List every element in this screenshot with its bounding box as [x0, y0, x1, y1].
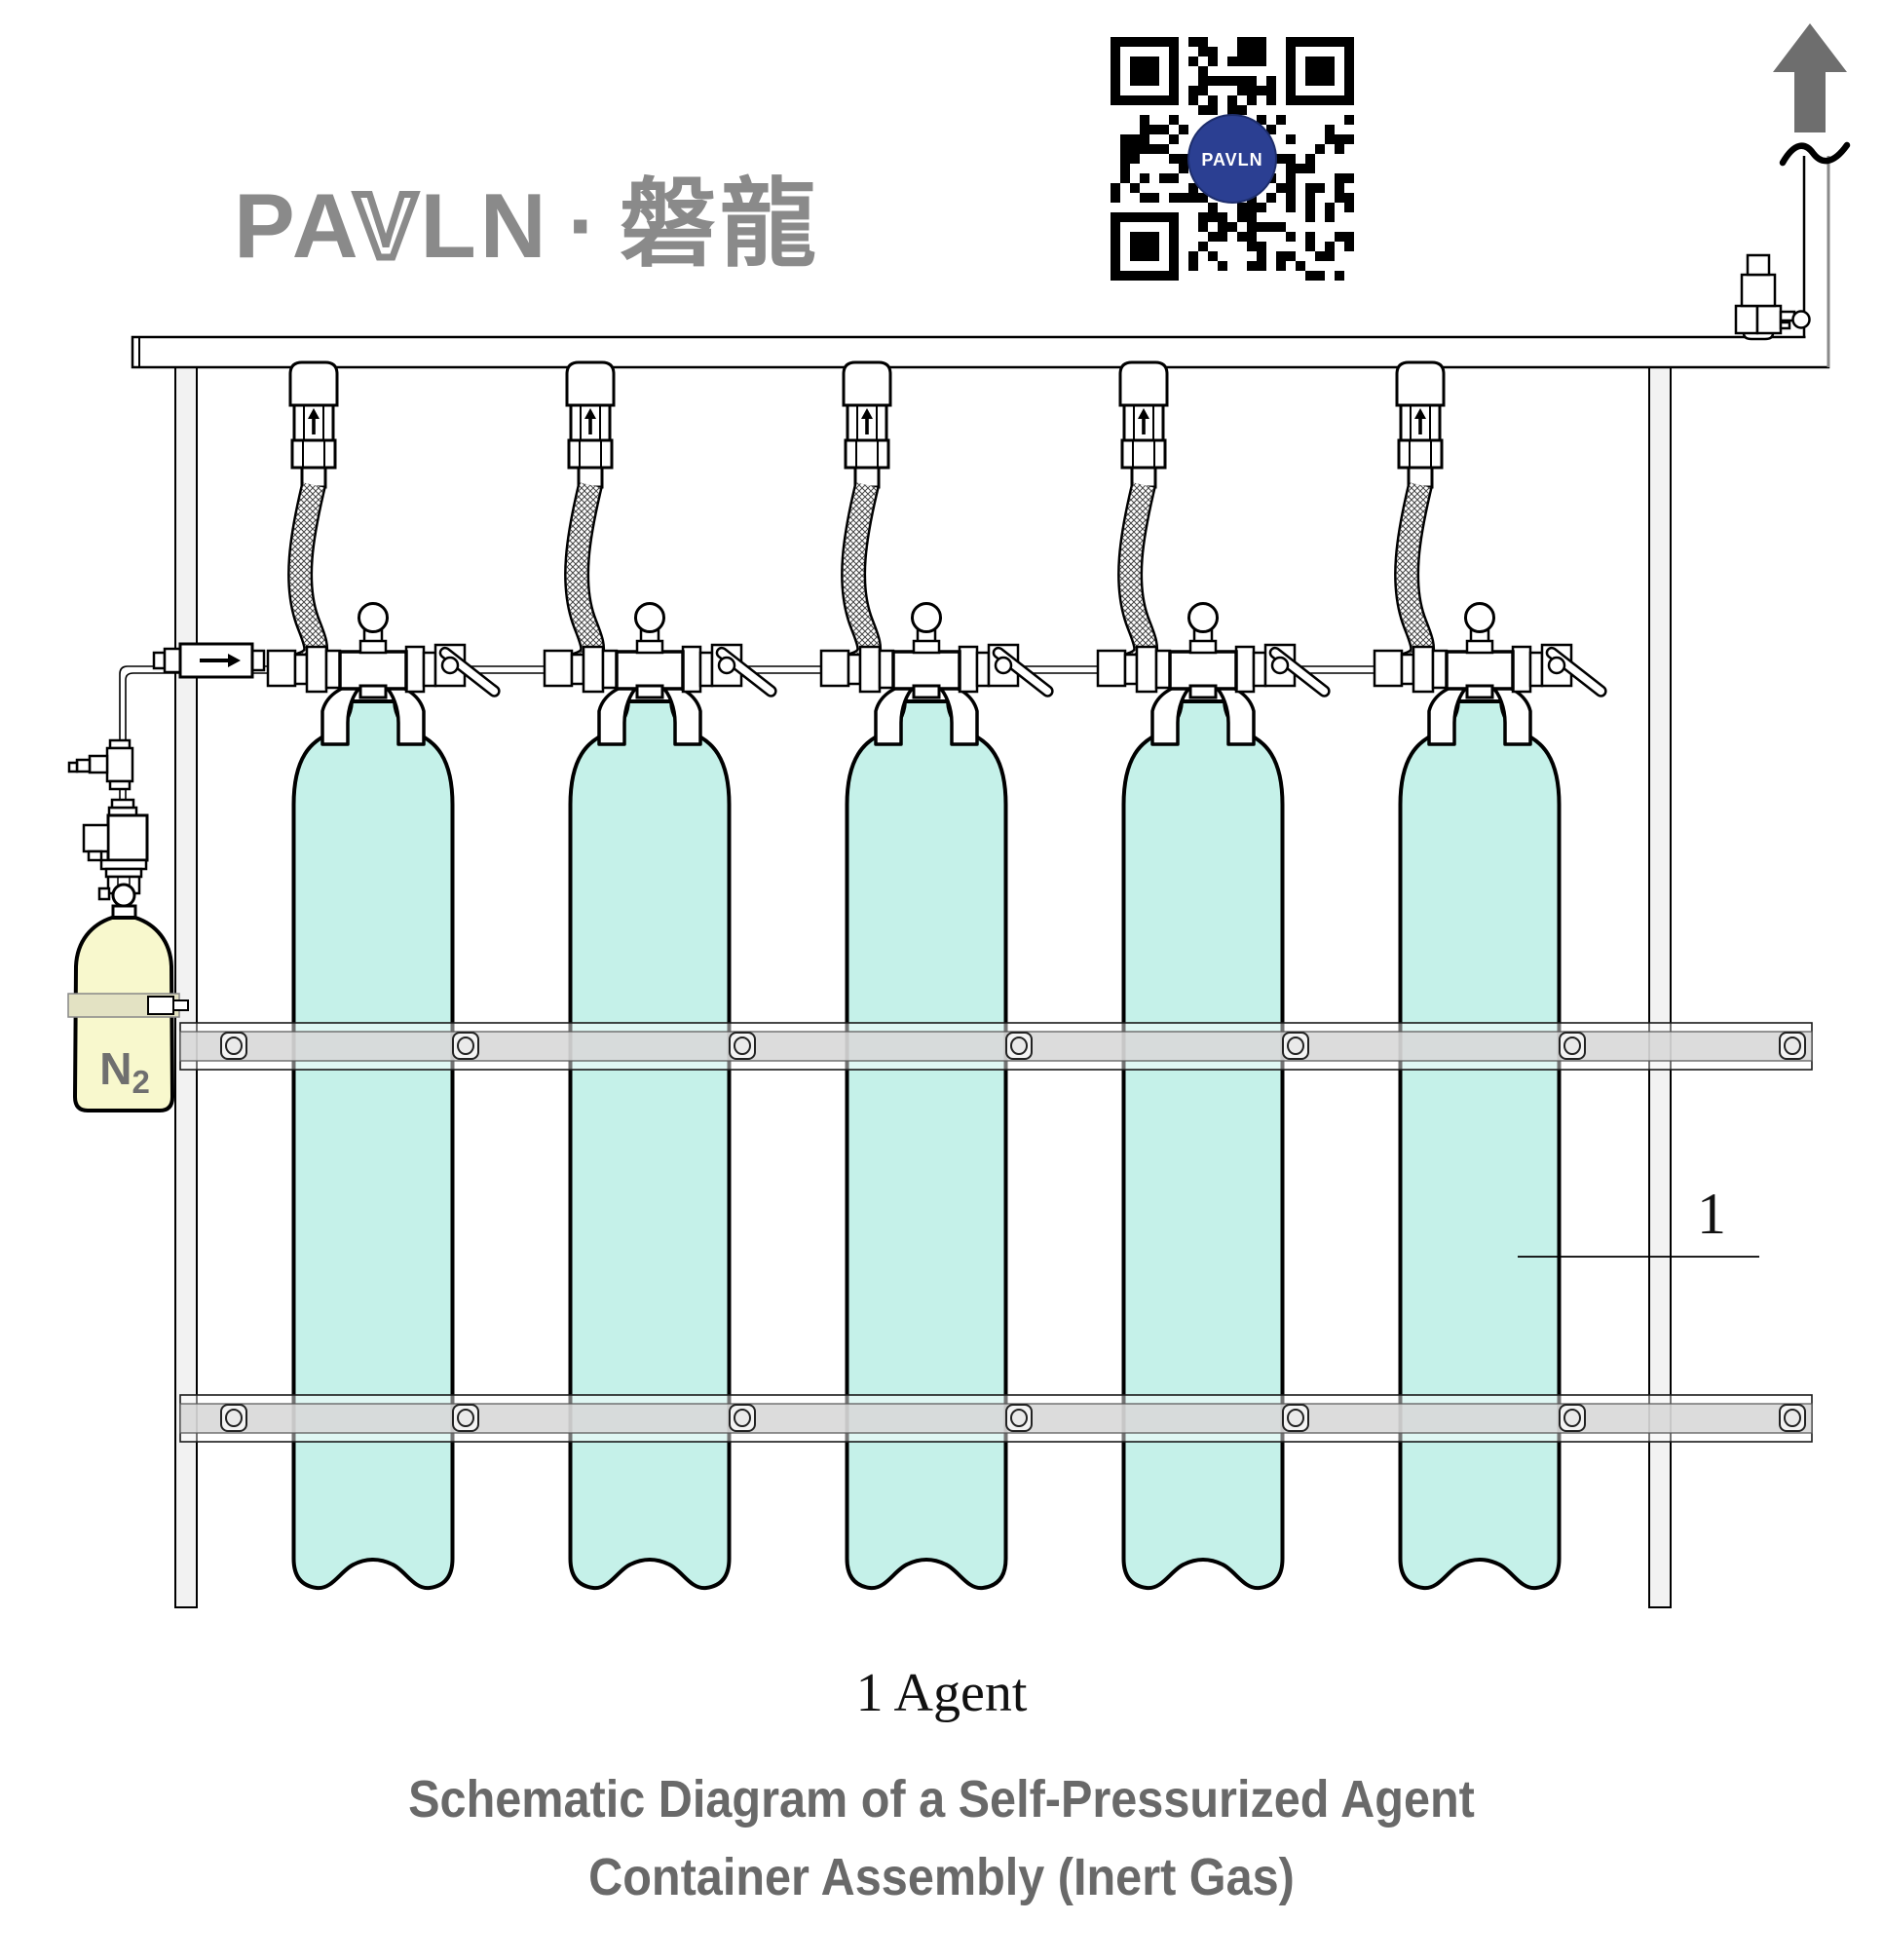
up-arrow-icon	[1414, 408, 1426, 434]
agent-cylinder	[568, 699, 732, 1591]
agent-cylinder-unit	[819, 360, 1054, 1591]
agent-cylinder-unit	[1373, 360, 1607, 1591]
n2-strap-buckle	[147, 996, 174, 1015]
agent-caption: 1 Agent	[855, 1663, 1028, 1723]
brand-part1: PA	[234, 174, 357, 277]
valve-gauge-ball	[911, 602, 942, 633]
cylinder-rail	[179, 1022, 1813, 1071]
up-arrow-icon	[1138, 408, 1149, 434]
rail-bolt	[220, 1032, 247, 1060]
agent-cylinder-unit	[1096, 360, 1331, 1591]
container-valve	[1096, 602, 1331, 699]
brand-separator-dot: ·	[568, 174, 602, 277]
agent-cylinder-unit	[266, 360, 501, 1591]
rail-bolt	[1559, 1404, 1586, 1432]
valve-gauge-ball	[1187, 602, 1219, 633]
callout-number: 1	[1697, 1182, 1726, 1246]
brand-part2: LN	[420, 174, 549, 277]
valve-gauge-ball	[1464, 602, 1495, 633]
rail-bolt	[729, 1032, 756, 1060]
rail-bolt	[1559, 1032, 1586, 1060]
pilot-check-valve	[152, 642, 266, 679]
manifold-pipe	[131, 332, 1830, 369]
discharge-direction-arrow-icon	[1773, 23, 1847, 132]
rail-bolt	[729, 1404, 756, 1432]
valve-gauge-ball	[358, 602, 389, 633]
rail-bolt	[1005, 1032, 1033, 1060]
container-valve	[819, 602, 1054, 699]
up-arrow-icon	[861, 408, 873, 434]
flexible-hose	[822, 481, 882, 681]
flexible-hose	[269, 481, 328, 681]
brand-outlined-v: V	[356, 174, 421, 277]
valve-gauge-ball	[634, 602, 665, 633]
n2-cylinder	[67, 916, 189, 1112]
manifold-check-connector	[842, 360, 892, 489]
rail-bolt	[1282, 1032, 1309, 1060]
flexible-hose	[1099, 481, 1158, 681]
agent-cylinder-unit	[543, 360, 777, 1591]
svg-text:PAVLN: PAVLN	[1201, 150, 1262, 170]
n2-label: N2	[99, 1043, 150, 1100]
agent-cylinder	[845, 699, 1008, 1591]
rail-bolt	[452, 1404, 479, 1432]
container-valve	[543, 602, 777, 699]
relief-valve	[1734, 253, 1811, 341]
container-valve	[1373, 602, 1607, 699]
rail-bolt	[1282, 1404, 1309, 1432]
qr-center-badge: PAVLN	[1187, 114, 1277, 204]
up-arrow-icon	[308, 408, 320, 434]
agent-cylinder	[1121, 699, 1285, 1591]
rail-bolt	[1779, 1404, 1806, 1432]
n2-actuator-assembly	[67, 738, 149, 921]
container-valve	[266, 602, 501, 699]
flexible-hose	[1375, 481, 1435, 681]
manifold-check-connector	[565, 360, 616, 489]
discharge-riser-pipe	[1802, 156, 1830, 367]
figure-title-line1: Schematic Diagram of a Self-Pressurized …	[408, 1770, 1475, 1828]
up-arrow-icon	[584, 408, 596, 434]
manifold-check-connector	[288, 360, 339, 489]
flow-direction-arrow-icon	[200, 654, 241, 667]
manifold-check-connector	[1395, 360, 1446, 489]
manifold-check-connector	[1118, 360, 1169, 489]
pilot-line	[119, 665, 1551, 803]
rail-bolt	[452, 1032, 479, 1060]
brand-cjk: 磐龍	[620, 169, 820, 281]
agent-cylinder	[1398, 699, 1562, 1591]
pipe-break-symbol	[1779, 141, 1851, 167]
cylinder-rail	[179, 1394, 1813, 1443]
rail-bolt	[1005, 1404, 1033, 1432]
rail-bolt	[220, 1404, 247, 1432]
brand-wordmark: PAVLN·磐龍	[234, 169, 820, 281]
flexible-hose	[546, 481, 605, 681]
figure-title-line2: Container Assembly (Inert Gas)	[588, 1848, 1295, 1906]
rail-bolt	[1779, 1032, 1806, 1060]
agent-cylinder	[291, 699, 455, 1591]
